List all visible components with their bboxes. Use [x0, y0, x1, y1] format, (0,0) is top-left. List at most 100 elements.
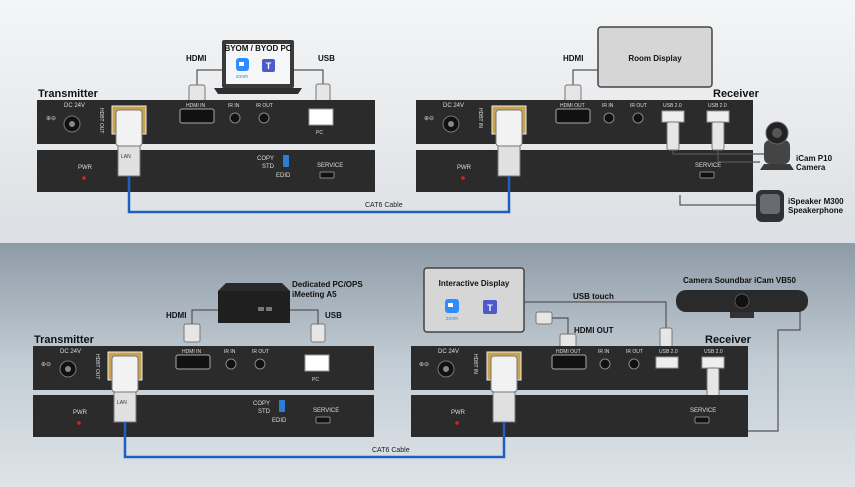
b-tx-ir-in-label: IR IN — [224, 349, 236, 355]
b-rx-ir-in-jack-icon — [599, 358, 611, 370]
top-rx-polarity-icon: ⊕⊖ — [424, 116, 434, 122]
top-tx-rj45-plug-icon — [115, 109, 143, 177]
b-rx-usb1-label: USB 2.0 — [659, 349, 678, 355]
zoom-text: zoom — [236, 74, 248, 80]
b-tx-usb-port-label: PC — [312, 377, 319, 383]
interactive-display-label: Interactive Display — [439, 279, 510, 288]
top-tx-edid-label: EDID — [276, 173, 291, 179]
top-tx-std-label: STD — [262, 164, 275, 170]
b-tx-ir-out-label: IR OUT — [252, 349, 269, 355]
top-tx-service-port-icon — [319, 171, 335, 179]
top-rx-service-label: SERVICE — [695, 163, 721, 169]
top-tx-ir-out-jack-icon — [258, 112, 270, 124]
zoom-logo-icon — [236, 58, 249, 71]
top-rx-ir-in-jack-icon — [603, 112, 615, 124]
top-rx-ir-in-label: IR IN — [602, 103, 614, 109]
b-tx-edid-switch[interactable] — [279, 400, 285, 412]
usb-cable-line — [294, 69, 324, 86]
b-hdmi-cable-line — [191, 309, 218, 326]
svg-text:T: T — [487, 303, 493, 313]
top-tx-lan-label: LAN — [121, 154, 131, 160]
b-tx-usb-b-port-icon — [304, 354, 330, 372]
b-rx-usb2-plug-icon — [706, 367, 720, 399]
top-tx-dc-label: DC 24V — [64, 103, 85, 109]
b-rx-hdmi-port-label: HDMI OUT — [556, 349, 581, 355]
hdmi-out-cable-line — [552, 317, 569, 336]
top-tx-usb-port-label: PC — [316, 130, 323, 136]
top-receiver-front-panel — [416, 150, 753, 192]
top-tx-usb-b-port-icon — [308, 108, 334, 126]
b-rx-ir-in-label: IR IN — [598, 349, 610, 355]
camera-cable-line — [672, 150, 765, 155]
b-receiver-title: Receiver — [705, 334, 752, 346]
b-transmitter-front-panel — [33, 395, 374, 437]
top-rx-service-port-icon — [699, 171, 715, 179]
hdmi-out-label: HDMI OUT — [574, 326, 614, 335]
b-tx-dc-label: DC 24V — [60, 349, 81, 355]
soundbar-icon — [676, 290, 808, 318]
top-rx-ir-out-jack-icon — [632, 112, 644, 124]
room-display-icon — [597, 26, 713, 88]
b-rx-usb2-port-icon — [701, 356, 725, 369]
hdmi-cable-line — [196, 69, 222, 88]
b-teams-logo-icon: T — [483, 300, 497, 314]
b-rx-ir-out-label: IR OUT — [626, 349, 643, 355]
top-rx-ir-out-label: IR OUT — [630, 103, 647, 109]
usb-touch-cable-line — [524, 301, 667, 330]
b-rx-rj45-plug-icon — [490, 355, 518, 423]
interactive-display-icon — [423, 267, 525, 333]
top-rx-pwr-label: PWR — [457, 165, 472, 171]
usb-label-tx-b: USB — [325, 311, 342, 320]
top-tx-ir-out-label: IR OUT — [256, 103, 273, 109]
pc-box-icon — [218, 283, 290, 323]
top-tx-edid-switch[interactable] — [283, 155, 289, 167]
b-tx-service-port-icon — [315, 416, 331, 424]
b-hdmi-plug-icon — [183, 323, 201, 343]
b-tx-hdbt-label: HDBT OUT — [94, 354, 100, 379]
b-rx-pwr-led-icon — [455, 421, 459, 425]
top-tx-polarity-icon: ⊕⊖ — [46, 116, 56, 122]
bottom-cat6-label: CAT6 Cable — [372, 447, 410, 454]
top-tx-ir-in-label: IR IN — [228, 103, 240, 109]
camera-label-l2: Camera — [796, 163, 826, 172]
laptop-icon — [214, 40, 302, 94]
b-rx-hdbt-label: HDBT IN — [472, 354, 478, 374]
top-receiver-title: Receiver — [713, 88, 760, 100]
top-rx-dc-label: DC 24V — [443, 103, 464, 109]
top-cat6-cable — [127, 176, 511, 214]
bottom-cat6-cable — [123, 422, 506, 459]
b-tx-copy-label: COPY — [253, 401, 270, 407]
camera-icon — [760, 121, 794, 170]
top-tx-hdmi-port-label: HDMI IN — [186, 103, 206, 109]
rx-hdmi-cable-line — [572, 69, 598, 88]
camera-cable-line-2 — [717, 150, 760, 163]
teams-logo-icon: T — [262, 59, 275, 72]
speaker-label-l1: iSpeaker M300 — [788, 197, 844, 206]
laptop-title: BYOM / BYOD PC — [224, 44, 291, 53]
top-rx-hdmi-port-icon — [555, 108, 591, 124]
b-transmitter-title: Transmitter — [34, 334, 95, 346]
top-rx-pwr-led-icon — [461, 176, 465, 180]
b-usb-plug-icon — [310, 323, 326, 343]
top-tx-copy-label: COPY — [257, 156, 274, 162]
soundbar-cable-line — [716, 312, 801, 432]
top-tx-ir-in-jack-icon — [229, 112, 241, 124]
top-rx-usb1-label: USB 2.0 — [663, 103, 682, 109]
b-tx-pwr-led-icon — [77, 421, 81, 425]
top-rx-usb1-plug-icon — [666, 121, 680, 151]
hdmi-label-tx-b: HDMI — [166, 311, 186, 320]
usb-touch-label: USB touch — [573, 292, 614, 301]
b-zoom-text: zoom — [446, 316, 458, 322]
b-rx-dc-label: DC 24V — [438, 349, 459, 355]
top-transmitter-front-panel — [37, 150, 375, 192]
top-rx-usb2-plug-icon — [711, 121, 725, 151]
b-tx-hdmi-port-icon — [175, 354, 211, 370]
b-tx-service-label: SERVICE — [313, 408, 339, 414]
hdmi-label-tx: HDMI — [186, 54, 206, 63]
top-transmitter-title: Transmitter — [38, 88, 99, 100]
b-rx-service-port-icon — [694, 416, 710, 424]
speaker-label-l2: Speakerphone — [788, 206, 844, 215]
b-tx-edid-label: EDID — [272, 418, 287, 424]
top-rx-usb2-label: USB 2.0 — [708, 103, 727, 109]
